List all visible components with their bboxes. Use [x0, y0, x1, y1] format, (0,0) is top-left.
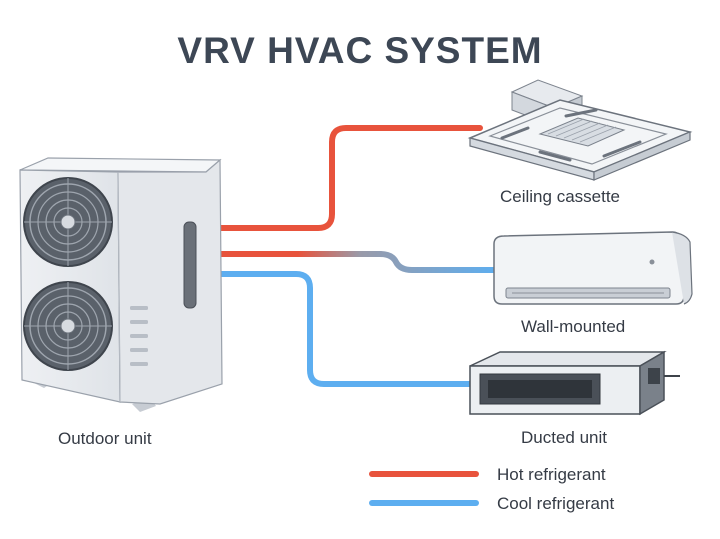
pipe-hot-ceiling [187, 125, 483, 231]
pipe-cool-ducted [189, 271, 473, 387]
ducted-unit-label: Ducted unit [521, 428, 607, 447]
wall-mounted-unit [493, 231, 693, 305]
legend-cool-label: Cool refrigerant [497, 494, 615, 513]
fan-icon [23, 281, 113, 371]
ceiling-cassette-unit [467, 79, 693, 181]
ducted-unit [469, 350, 680, 416]
ceiling-cassette-label: Ceiling cassette [500, 187, 621, 206]
diagram-title: VRV HVAC SYSTEM [177, 30, 543, 71]
legend-hot-label: Hot refrigerant [497, 465, 606, 484]
outdoor-unit-label: Outdoor unit [58, 429, 152, 448]
wall-mounted-label: Wall-mounted [521, 317, 626, 336]
fan-icon [23, 177, 113, 267]
legend [369, 471, 479, 506]
pipe-mixed-wall [187, 251, 501, 273]
